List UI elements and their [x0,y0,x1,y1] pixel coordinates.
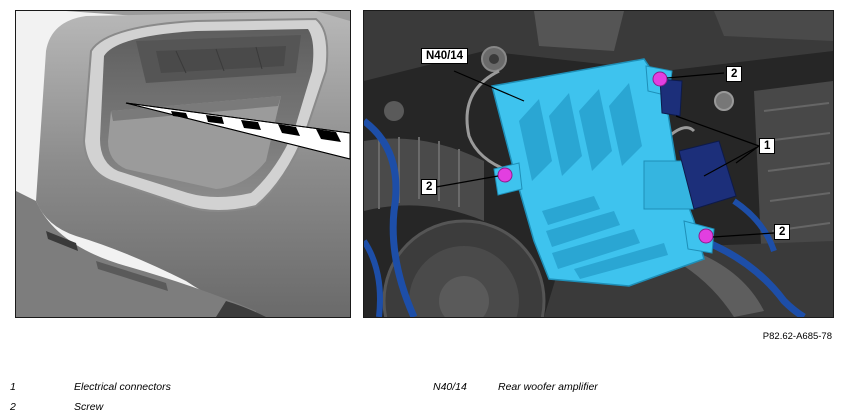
callout-connectors: 1 [759,138,776,154]
electrical-connector-1 [678,140,737,210]
figure-reference: P82.62-A685-78 [762,331,832,342]
legend-desc-3: Rear woofer amplifier [498,381,598,393]
callout-screw-left: 2 [421,179,438,195]
legend-desc-2: Screw [74,401,104,413]
callout-screw-top: 2 [726,66,743,82]
vehicle-overview-view [15,10,351,318]
electrical-connector-2 [659,78,683,117]
amplifier-detail-view: N40/14 2 1 2 2 [363,10,834,318]
screw-top [652,71,668,87]
cable-blue-right [702,237,806,317]
legend-key-2: 2 [10,401,16,413]
callout-screw-bottom-right: 2 [774,224,791,240]
callout-part-number: N40/14 [421,48,469,64]
legend-key-3: N40/14 [433,381,467,393]
legend-key-1: 1 [10,381,16,393]
screw-left [497,167,513,183]
legend-desc-1: Electrical connectors [74,381,171,393]
vehicle-rear-illustration [16,11,350,317]
cable-blue-left [364,118,418,317]
amplifier-installation-illustration [364,11,833,317]
screw-bottom-right [698,228,714,244]
